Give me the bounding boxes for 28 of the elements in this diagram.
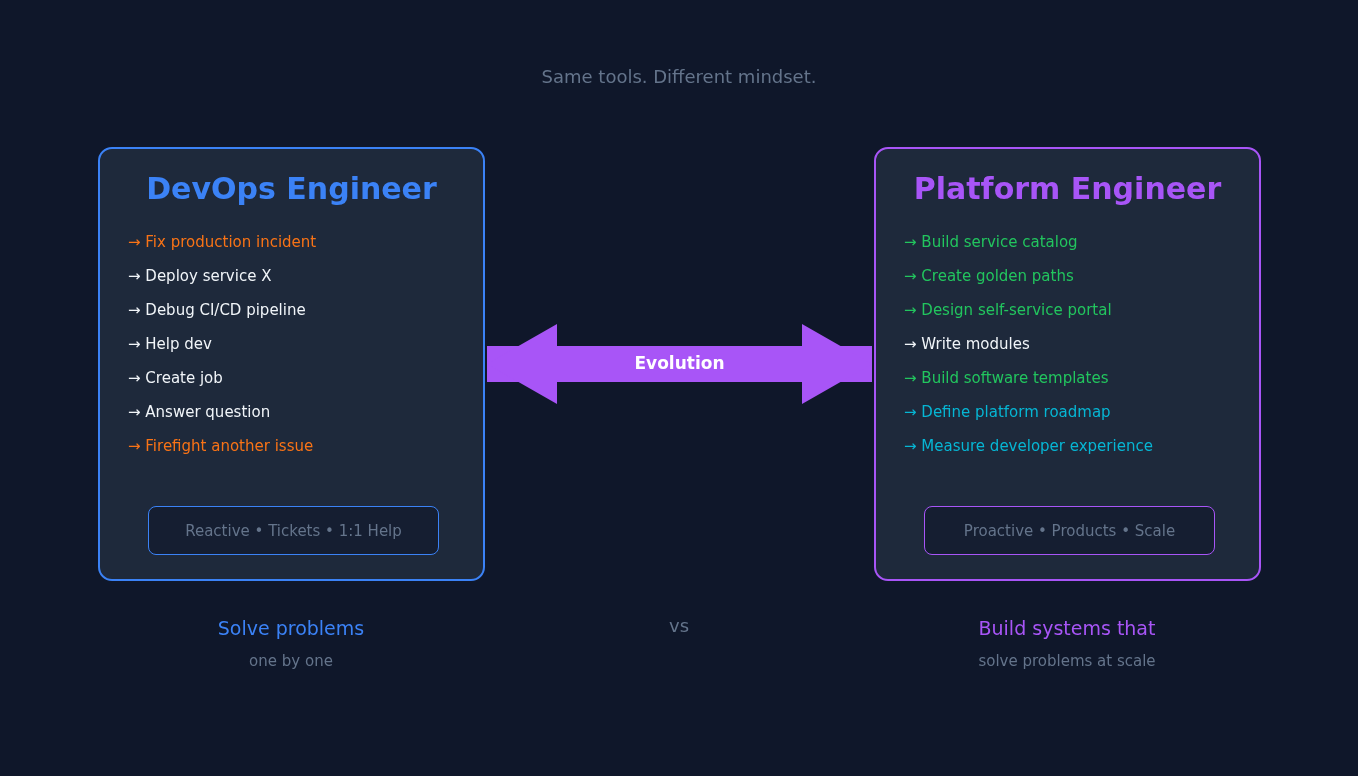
list-item: → Create golden paths — [904, 267, 1074, 285]
edge-label: Evolution — [633, 353, 726, 373]
list-item: → Firefight another issue — [128, 437, 314, 455]
summary-pill: Reactive • Tickets • 1:1 Help — [148, 506, 439, 555]
list-item: → Help dev — [128, 335, 212, 353]
list-item: → Deploy service X — [128, 267, 272, 285]
list-item: → Write modules — [904, 335, 1030, 353]
list-item: → Define platform roadmap — [904, 403, 1111, 421]
versus-text: vs — [668, 615, 690, 636]
caption-text: solve problems at scale — [977, 652, 1157, 670]
list-item: → Answer question — [128, 403, 271, 421]
list-item: → Fix production incident — [128, 233, 317, 251]
list-item: → Build software templates — [904, 369, 1109, 387]
list-item: → Build service catalog — [904, 233, 1078, 251]
role-card — [98, 147, 485, 581]
card-title: DevOps Engineer — [145, 171, 438, 206]
summary-pill: Proactive • Products • Scale — [924, 506, 1215, 555]
caption-text: one by one — [248, 652, 334, 670]
caption-heading: Build systems that — [977, 617, 1157, 639]
role-card — [874, 147, 1261, 581]
list-item: → Design self-service portal — [904, 301, 1112, 319]
double-arrow — [487, 324, 872, 404]
subtitle: Same tools. Different mindset. — [540, 66, 818, 87]
list-item: → Measure developer experience — [904, 437, 1153, 455]
caption-heading: Solve problems — [216, 617, 366, 639]
list-item: → Create job — [128, 369, 223, 387]
list-item: → Debug CI/CD pipeline — [128, 301, 306, 319]
card-title: Platform Engineer — [912, 171, 1223, 206]
